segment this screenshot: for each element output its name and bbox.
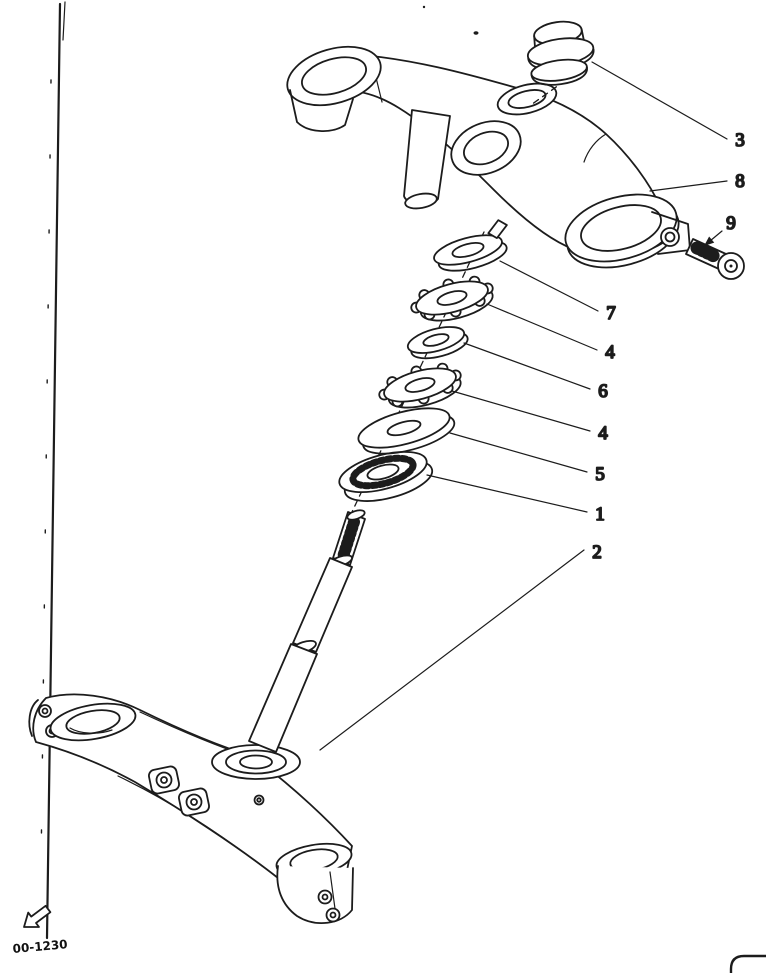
steering-stem-nut xyxy=(526,20,595,104)
lower-triple-clamp xyxy=(28,693,354,924)
claw-washer xyxy=(433,219,508,272)
dust-cover-washer xyxy=(357,407,456,455)
leader-line-6 xyxy=(463,342,591,390)
leader-line-4 xyxy=(451,390,591,432)
direction-arrow-icon xyxy=(23,904,52,928)
leader-line-2 xyxy=(319,549,585,751)
ring-nut-lower xyxy=(373,354,467,418)
leader-line-7 xyxy=(499,260,599,312)
upper-triple-clamp xyxy=(286,45,691,269)
leader-line-3 xyxy=(591,61,728,140)
callout-label-8: 8 xyxy=(735,171,745,192)
ring-nut-upper xyxy=(405,267,499,331)
scan-specks xyxy=(422,5,479,35)
pinch-bolt xyxy=(685,238,745,280)
callouts: 3 8 9 7 4 6 4 5 1 2 xyxy=(319,61,746,751)
bearing xyxy=(338,450,434,502)
callout-label-4: 4 xyxy=(598,423,608,444)
callout-label-1: 1 xyxy=(595,504,605,525)
steering-stem-seat xyxy=(225,749,287,775)
leader-line-8 xyxy=(649,180,728,192)
part-code-label: 00-1230 xyxy=(12,937,68,956)
steering-stem xyxy=(248,509,366,753)
washer xyxy=(406,326,469,360)
callout-label-6: 6 xyxy=(598,381,608,402)
frame-corner xyxy=(729,954,766,973)
page-edge-line xyxy=(40,1,66,940)
callout-label-4: 4 xyxy=(605,342,615,363)
callout-label-7: 7 xyxy=(606,303,616,324)
leader-arrowhead-9 xyxy=(704,236,715,246)
leader-line-5 xyxy=(449,432,588,473)
leader-line-4 xyxy=(486,303,598,351)
leader-line-1 xyxy=(426,474,588,513)
callout-label-3: 3 xyxy=(735,130,745,151)
callout-label-9: 9 xyxy=(726,213,736,234)
callout-label-5: 5 xyxy=(595,464,605,485)
callout-label-2: 2 xyxy=(592,542,602,563)
